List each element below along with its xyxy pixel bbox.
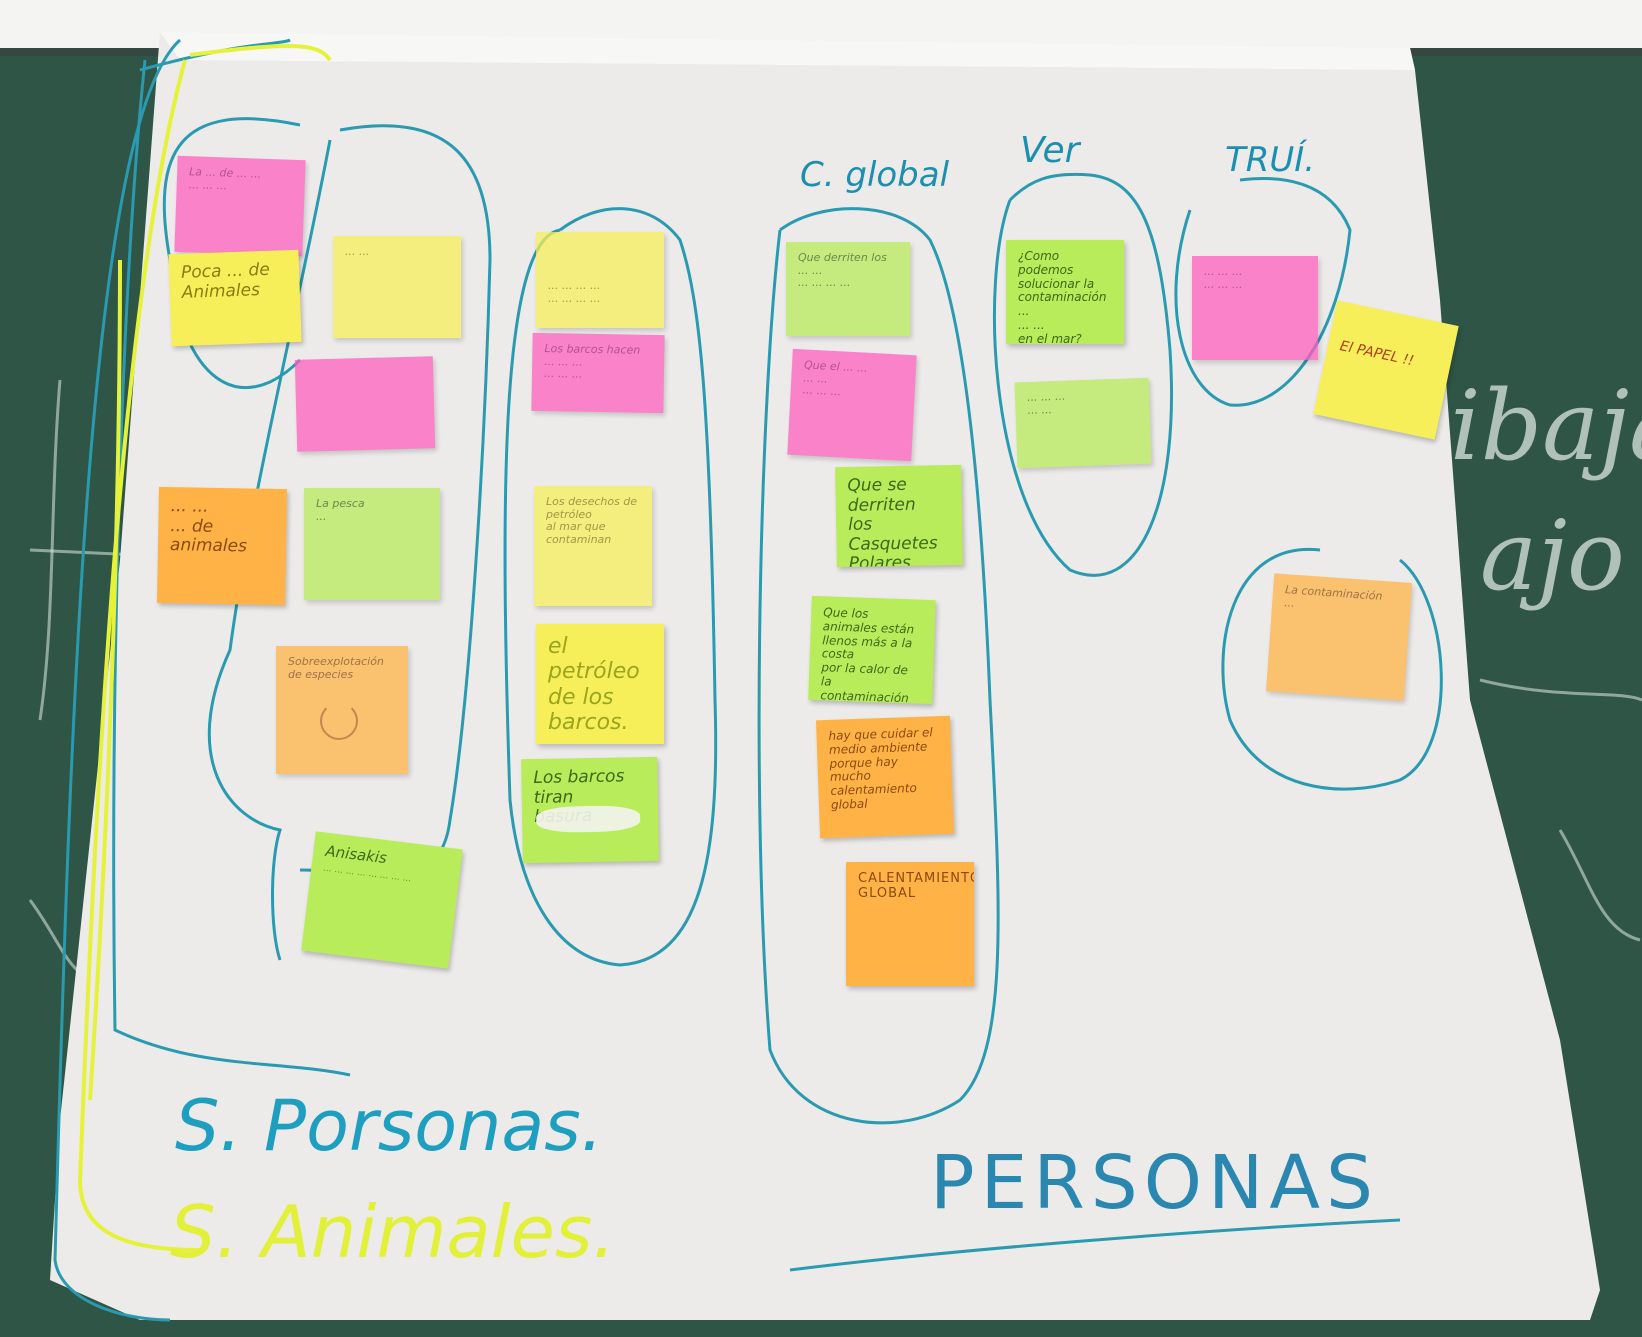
label-personas: PERSONAS [930,1140,1379,1226]
smiley-icon [320,702,358,740]
sticky-note: ... ... ... ... ... [1014,377,1152,469]
sticky-note: Que se derriten los Casquetes Polares [835,464,963,568]
sticky-note: Sobreexplotación de especies [276,646,408,774]
label-s-personas: S. Porsonas. [175,1085,604,1167]
sticky-note: Los desechos de petróleo al mar que cont… [534,486,652,606]
sticky-note: ... ... ... de animales [156,486,288,606]
sticky-note: Los barcos tiran basura [521,756,659,864]
sticky-note: ... ... [333,236,461,338]
sticky-note: Que los animales están llenos más a la c… [808,595,936,705]
sticky-note: Los barcos hacen ... ... ... ... ... ... [531,332,665,414]
label-s-animales: S. Animales. [170,1190,616,1274]
sticky-note: Que derriten los ... ... ... ... ... ... [786,242,910,336]
sticky-note: hay que cuidar el medio ambiente porque … [815,715,955,839]
sticky-note: CALENTAMIENTO GLOBAL [846,862,974,986]
yellow-marker-outline [77,43,332,1252]
sticky-note: Anisakis ... ... ... ... ... ... ... ... [301,831,463,969]
chalk-text-right-2: ajo [1480,500,1625,612]
sticky-note: La contaminación ... [1266,573,1412,701]
sticky-note: ¿Como podemos solucionar la contaminació… [1006,240,1124,344]
sticky-note: ... ... ... ... ... ... [1192,256,1318,360]
header-ver: Ver [1020,130,1080,171]
sticky-note: La ... de ... ... ... ... ... [174,155,306,257]
header-trui: TRUÍ. [1225,140,1316,180]
sticky-note: Que el ... ... ... ... ... ... ... [787,348,917,462]
scribbled-out-area [535,805,641,833]
sticky-note [294,356,436,452]
sticky-note: La pesca ... [304,488,440,600]
header-c-global: C. global [800,155,950,195]
sticky-note: Poca ... de Animales [168,249,302,347]
sticky-note: el petróleo de los barcos. [536,624,664,744]
sticky-note: ... ... ... ... ... ... ... ... [536,232,664,328]
